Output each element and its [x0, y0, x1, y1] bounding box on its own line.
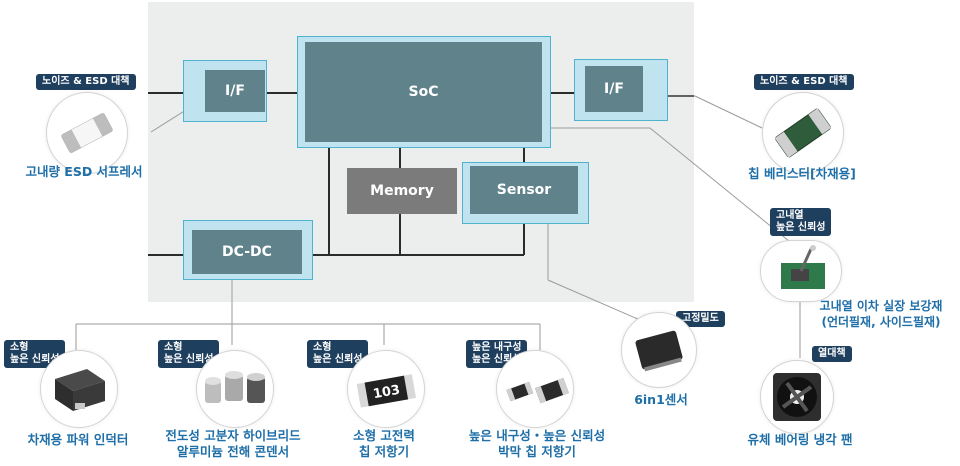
underfill-caption: 고내열 이차 실장 보강재 (언더필재, 사이드필재)	[806, 298, 956, 330]
thinfilm-image	[496, 350, 574, 428]
capacitor-caption-line1: 전도성 고분자 하이브리드	[165, 428, 301, 443]
memory-block: Memory	[347, 168, 457, 214]
inductor-tag-line1: 소형	[10, 342, 29, 353]
dcdc-block: DC-DC	[192, 230, 302, 274]
capacitor-tag-line1: 소형	[164, 342, 183, 353]
esd-tag: 노이즈 & ESD 대책	[36, 74, 136, 90]
underfill-tag-line1: 고내열	[776, 210, 804, 221]
inductor-caption: 차재용 파워 인덕터	[27, 432, 129, 447]
capacitor-tag: 소형 높은 신뢰성	[158, 340, 220, 368]
underfill-caption-line1: 고내열 이차 실장 보강재	[819, 299, 943, 313]
thinfilm-caption: 높은 내구성・높은 신뢰성 박막 칩 저항기	[456, 428, 618, 460]
chip-resistor-caption-line1: 소형 고전력	[353, 428, 415, 443]
soc-block: SoC	[305, 42, 542, 142]
underfill-board-icon	[781, 245, 825, 289]
capacitor-caption: 전도성 고분자 하이브리드 알루미늄 전해 콘덴서	[158, 428, 308, 460]
chip-resistor-caption: 소형 고전력 칩 저항기	[324, 428, 444, 460]
fan-caption: 유체 베어링 냉각 팬	[747, 432, 853, 447]
chip-resistor-image: 103	[347, 350, 425, 428]
chip-resistor-tag-line2: 높은 신뢰성	[313, 354, 363, 365]
thinfilm-tag-line2: 높은 신뢰성	[472, 354, 522, 365]
thinfilm-caption-line1: 높은 내구성・높은 신뢰성	[468, 428, 606, 443]
chip-resistor-icon: 103	[356, 374, 417, 408]
if-left-block: I/F	[205, 70, 265, 112]
fan-image	[760, 360, 834, 434]
esd-suppressor-image	[46, 92, 128, 174]
underfill-tag-line2: 높은 신뢰성	[776, 222, 826, 233]
resistor-marking: 103	[372, 383, 401, 402]
thinfilm-tag-line1: 높은 내구성	[472, 342, 522, 353]
sensor6in1-tag: 고정밀도	[676, 311, 725, 327]
sensor6in1-caption: 6in1센서	[634, 392, 688, 407]
if-right-block: I/F	[585, 66, 643, 112]
varistor-tag: 노이즈 & ESD 대책	[754, 74, 854, 90]
inductor-image	[40, 350, 118, 428]
power-inductor-icon	[55, 369, 105, 411]
underfill-caption-line2: (언더필재, 사이드필재)	[821, 315, 941, 329]
esd-caption: 고내량 ESD 서프레서	[25, 164, 143, 179]
chip-varistor-icon	[774, 108, 832, 158]
inductor-tag-line2: 높은 신뢰성	[10, 354, 60, 365]
thinfilm-resistor-icon	[506, 378, 569, 404]
chip-esd-icon	[61, 112, 113, 154]
chip-resistor-tag-line1: 소형	[313, 342, 332, 353]
sensor6in1-image	[621, 312, 697, 388]
ic-sensor-icon	[635, 330, 683, 372]
varistor-caption: 칩 베리스터[차재용]	[748, 166, 856, 181]
thinfilm-caption-line2: 박막 칩 저항기	[498, 444, 576, 459]
varistor-image	[762, 92, 844, 174]
capacitor-caption-line2: 알루미늄 전해 콘덴서	[176, 444, 290, 459]
sensor-block: Sensor	[470, 166, 578, 214]
capacitor-tag-line2: 높은 신뢰성	[164, 354, 214, 365]
capacitor-image	[196, 350, 274, 428]
cooling-fan-icon	[773, 373, 821, 421]
underfill-tag: 고내열 높은 신뢰성	[770, 208, 832, 236]
electrolytic-capacitor-icon	[205, 371, 265, 403]
fan-tag: 열대책	[812, 346, 852, 362]
chip-resistor-caption-line2: 칩 저항기	[358, 444, 410, 459]
underfill-image	[760, 240, 842, 302]
